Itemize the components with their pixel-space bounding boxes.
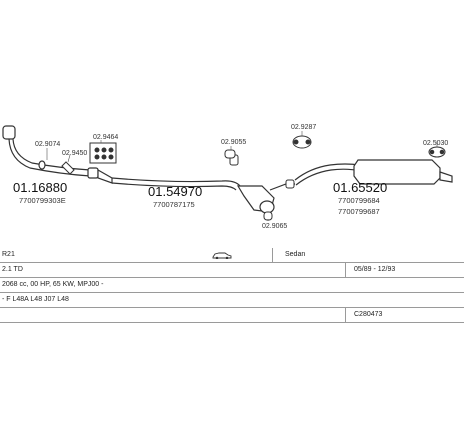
divider: [272, 248, 273, 262]
model-label: R21: [2, 251, 15, 258]
info-row: R21 Sedan: [0, 248, 464, 263]
catalog-number: C280473: [354, 311, 383, 318]
intermediate-pipe: [111, 177, 295, 214]
body-label: Sedan: [285, 251, 306, 258]
rubber-hanger-02-5030: [428, 146, 446, 158]
rubber-hanger-02-9287: [292, 135, 312, 149]
exhaust-diagram: 02.9074 02.9450 02.9464 02.9055 02.9065 …: [2, 124, 453, 230]
fitting-label: 02.9065: [262, 223, 287, 230]
flange-gasket: [61, 142, 117, 175]
part-ref: 7700799684: [338, 196, 380, 205]
part-ref: 7700799303E: [19, 196, 66, 205]
car-icon: [212, 251, 232, 265]
divider: [345, 263, 346, 277]
rear-silencer: [294, 159, 453, 186]
fitting-label: 02.9287: [291, 124, 316, 131]
fitting-label: 02.9074: [35, 141, 60, 148]
info-row: 2068 cc, 00 HP, 65 KW, MPJ00 -: [0, 278, 464, 293]
fitting-label: 02.9055: [221, 139, 246, 146]
rubber-hanger-02-9055: [224, 149, 236, 159]
part-ref: 7700787175: [153, 200, 195, 209]
engine-specs: 2068 cc, 00 HP, 65 KW, MPJ00 -: [2, 281, 104, 288]
info-row: C280473: [0, 308, 464, 323]
date-range: 05/89 - 12/93: [354, 266, 396, 273]
fitting-label: 02.9464: [93, 134, 118, 141]
part-ref: 7700799687: [338, 207, 380, 216]
engine-codes: - F L48A L48 J07 L48: [2, 296, 69, 303]
engine-label: 2.1 TD: [2, 266, 23, 273]
fitting-label: 02.5030: [423, 140, 448, 147]
divider: [345, 308, 346, 322]
part-number: 01.65520: [333, 180, 387, 195]
info-row: - F L48A L48 J07 L48: [0, 293, 464, 308]
clamp: [229, 154, 295, 189]
info-row: 2.1 TD 05/89 - 12/93: [0, 263, 464, 278]
rubber-hanger-02-9065: [263, 211, 273, 221]
part-number: 01.54970: [148, 184, 202, 199]
fitting-label: 02.9450: [62, 150, 87, 157]
part-number: 01.16880: [13, 180, 67, 195]
